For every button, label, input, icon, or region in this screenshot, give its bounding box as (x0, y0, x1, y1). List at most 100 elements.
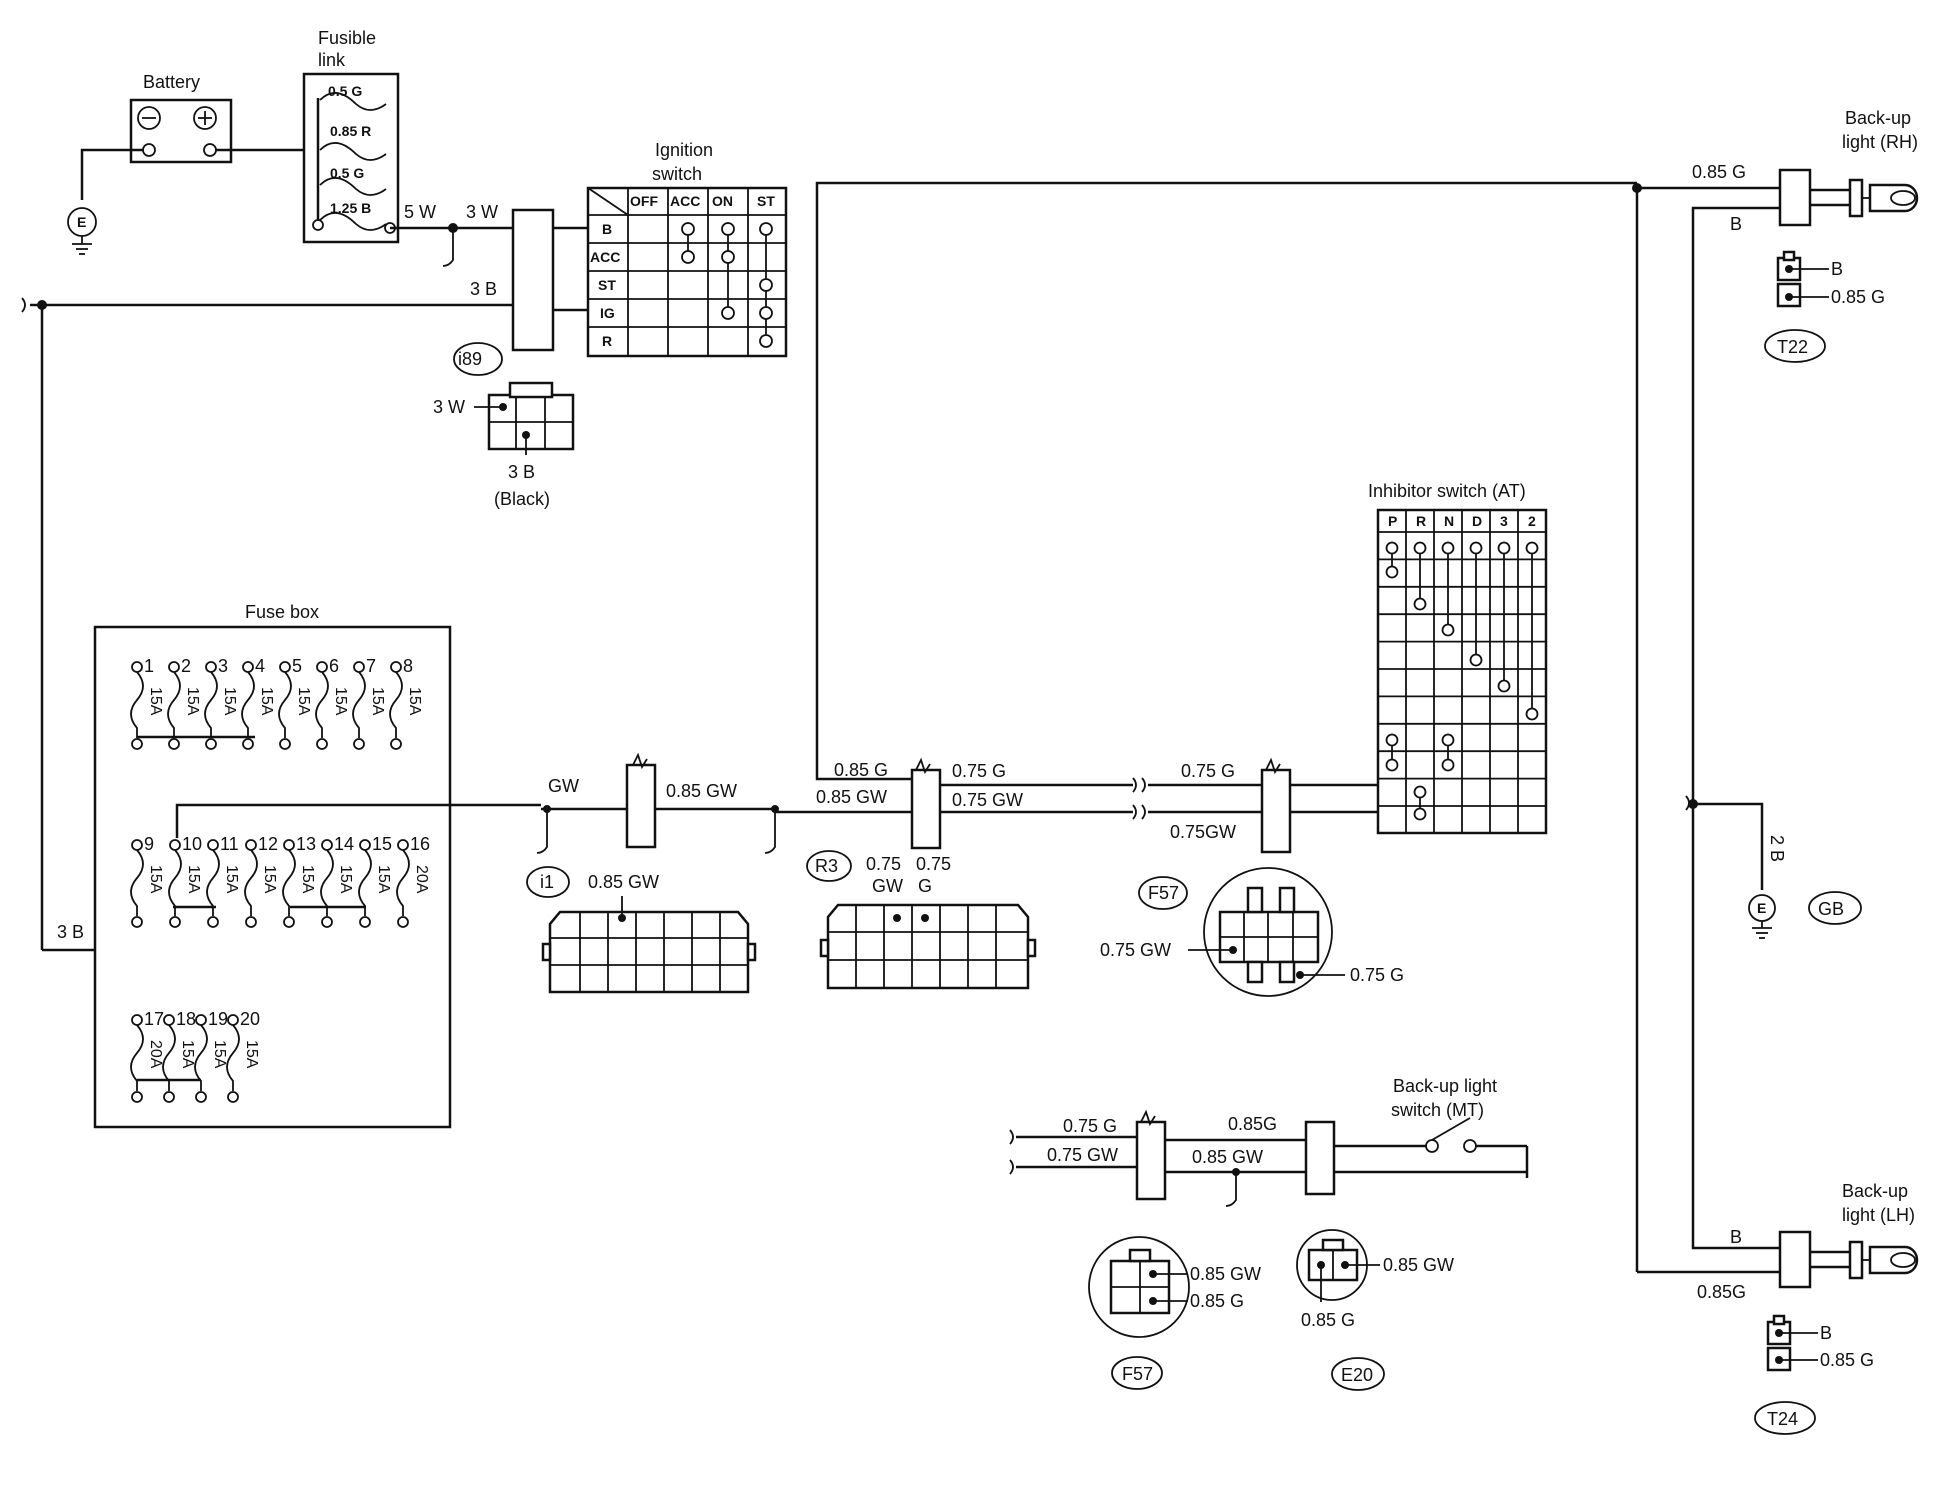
fuse-2-number: 2 (181, 656, 191, 676)
fuse-12-rating: 15A (261, 865, 278, 894)
connector-f57-top-pin1: 0.75 GW (1100, 940, 1171, 960)
svg-text:Inhibitor switch (AT): Inhibitor switch (AT) (1368, 481, 1526, 501)
fuse-19: 19 15A (194, 1009, 228, 1103)
inhibitor-pos-3: D (1472, 513, 1482, 529)
ignition-row-b: B (602, 221, 612, 237)
inhibitor-pos-4: 3 (1500, 513, 1508, 529)
fuse-7-rating: 15A (369, 687, 386, 716)
fuse-15-number: 15 (372, 834, 392, 854)
battery: Battery (129, 72, 233, 164)
fuse-3-rating: 15A (221, 687, 238, 716)
connector-i89: i89 3 W 3 B (Black) (433, 342, 575, 509)
svg-text:Fusible: Fusible (318, 28, 376, 48)
fuse-8-number: 8 (403, 656, 413, 676)
connector-i89-pin-3b: 3 B (508, 462, 535, 482)
fuse-19-rating: 15A (211, 1040, 228, 1069)
fuse-15: 15 15A (358, 834, 392, 928)
fuse-2: 2 15A (167, 656, 201, 750)
connector-i89-note: (Black) (494, 489, 550, 509)
svg-text:link: link (318, 50, 346, 70)
fuse-3: 3 15A (204, 656, 238, 750)
wire-075g-mt-label: 0.75 G (1063, 1116, 1117, 1136)
wire-b-lh-label: B (1730, 1227, 1742, 1247)
connector-r3-pin1-top: 0.75 (866, 854, 901, 874)
connector-f57-top: F57 0.75 GW 0.75 G (1100, 867, 1404, 997)
fusible-link-2: 0.85 R (330, 123, 371, 139)
connector-r3-block (910, 768, 942, 850)
fuse-1-rating: 15A (147, 687, 164, 716)
connector-f57-top-pin2: 0.75 G (1350, 965, 1404, 985)
fuse-18: 18 15A (162, 1009, 196, 1103)
connector-f57-bottom-pin1: 0.85 GW (1190, 1264, 1261, 1284)
fuse-18-number: 18 (176, 1009, 196, 1029)
wire-085g-rh-label: 0.85 G (1692, 162, 1746, 182)
wire-gw-label: GW (548, 776, 579, 796)
fusible-link-1: 0.5 G (328, 83, 362, 99)
wire-3w-label: 3 W (466, 202, 498, 222)
fuse-2-rating: 15A (184, 687, 201, 716)
wire-075gw-b-label: 0.75GW (1170, 822, 1236, 842)
connector-f57-bottom: 0.85 GW 0.85 G F57 (1088, 1236, 1261, 1390)
svg-text:R3: R3 (815, 856, 838, 876)
wire-3b-top-label: 3 B (470, 279, 497, 299)
wire-085g-lh-label: 0.85G (1697, 1282, 1746, 1302)
fuse-4-rating: 15A (258, 687, 275, 716)
fusible-link-3: 0.5 G (330, 165, 364, 181)
fuse-19-number: 19 (208, 1009, 228, 1029)
svg-text:Back-up: Back-up (1842, 1181, 1908, 1201)
inhibitor-pos-2: N (1444, 513, 1454, 529)
svg-text:Ignition: Ignition (655, 140, 713, 160)
connector-i1-block (625, 763, 657, 849)
connector-f57-bottom-pin2: 0.85 G (1190, 1291, 1244, 1311)
ignition-col-off: OFF (630, 193, 658, 209)
fuse-13-number: 13 (296, 834, 316, 854)
ignition-row-r: R (602, 333, 612, 349)
fuse-6-rating: 15A (332, 687, 349, 716)
fuse-14-rating: 15A (337, 865, 354, 894)
fuse-12: 12 15A (244, 834, 278, 928)
fuse-9-number: 9 (144, 834, 154, 854)
fuse-9: 9 15A (130, 834, 164, 928)
connector-e20-pin1: 0.85 GW (1383, 1255, 1454, 1275)
fuse-17-number: 17 (144, 1009, 164, 1029)
fuse-16-number: 16 (410, 834, 430, 854)
fuse-9-rating: 15A (147, 865, 164, 894)
connector-t24-label: T24 (1767, 1409, 1798, 1429)
fuse-5-number: 5 (292, 656, 302, 676)
ignition-col-on: ON (712, 193, 733, 209)
svg-text:F57: F57 (1122, 1364, 1153, 1384)
connector-f57-block-top (1260, 768, 1292, 854)
fuse-11-number: 11 (220, 834, 239, 854)
svg-text:i89: i89 (458, 349, 482, 369)
fuse-20-rating: 15A (243, 1040, 260, 1069)
fuse-10-number: 10 (182, 834, 202, 854)
fuse-12-number: 12 (258, 834, 278, 854)
connector-e20-pin2: 0.85 G (1301, 1310, 1355, 1330)
fusible-link-4: 1.25 B (330, 200, 371, 216)
svg-text:light (LH): light (LH) (1842, 1205, 1915, 1225)
inhibitor-pos-5: 2 (1528, 513, 1536, 529)
fuse-17: 17 20A (130, 1009, 164, 1103)
svg-text:E20: E20 (1341, 1365, 1373, 1385)
fuse-15-rating: 15A (375, 865, 392, 894)
svg-text:Back-up light: Back-up light (1393, 1076, 1497, 1096)
fuse-3-number: 3 (218, 656, 228, 676)
ground-gb: E GB (1748, 891, 1862, 939)
connector-e20-block (1304, 1120, 1336, 1196)
fuse-box: Fuse box 115A215A315A415A515A615A715A815… (93, 602, 452, 1129)
fuse-18-rating: 15A (179, 1040, 196, 1069)
svg-text:E: E (77, 214, 86, 230)
connector-i1: i1 0.85 GW (526, 866, 757, 994)
fuse-17-rating: 20A (147, 1040, 164, 1069)
